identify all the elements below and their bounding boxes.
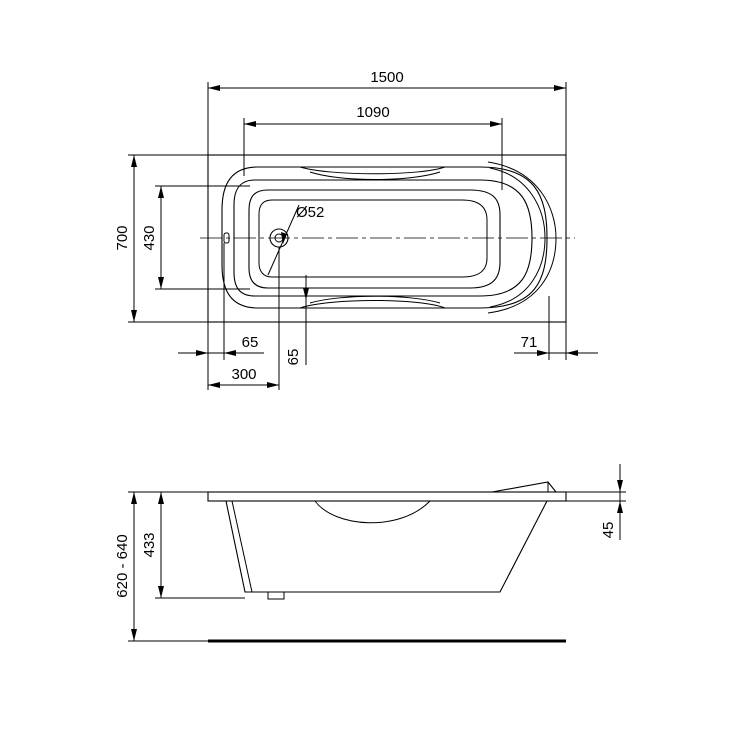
dim-45-arrow-top <box>617 480 623 492</box>
dim-45-arrow-bottom <box>617 501 623 513</box>
dim-433-arrow-top <box>158 492 164 504</box>
top-armrest-lower-2 <box>309 295 441 304</box>
dim-1090-arrow-left <box>244 121 256 127</box>
top-basin-floor-inner <box>258 199 488 278</box>
side-view: 620 - 640 433 45 <box>114 464 626 643</box>
top-armrest-upper-2 <box>309 171 441 180</box>
side-drain <box>267 591 285 600</box>
side-body-inner-left <box>231 500 253 593</box>
dim-1500-label: 1500 <box>370 69 403 86</box>
dim-65-left-arrow-b <box>224 350 236 356</box>
top-armrest-lower <box>299 300 446 309</box>
dim-300-arrow-right <box>267 382 279 388</box>
dim-65-y-label: 65 <box>285 349 302 366</box>
dim-430-arrow-top <box>158 186 164 198</box>
side-headrest <box>491 481 557 493</box>
dim-71-label: 71 <box>521 334 538 351</box>
dim-620-arrow-top <box>131 492 137 504</box>
side-body <box>225 500 548 593</box>
dim-65-y-arrow <box>303 288 309 300</box>
dim-71-arrow-b <box>566 350 578 356</box>
dim-620-arrow-bottom <box>131 629 137 641</box>
dim-620-label: 620 - 640 <box>114 534 131 597</box>
dim-1090-arrow-right <box>490 121 502 127</box>
top-basin-outer <box>221 166 548 309</box>
side-rim <box>207 491 567 502</box>
dim-433-label: 433 <box>141 532 158 557</box>
dim-52-label: Ø52 <box>296 204 324 221</box>
top-headrest <box>487 161 557 314</box>
dim-430-label: 430 <box>141 225 158 250</box>
dim-1500-arrow-right <box>554 85 566 91</box>
top-basin-floor <box>248 189 501 289</box>
dim-1500-arrow-left <box>208 85 220 91</box>
dim-65-left-label: 65 <box>242 334 259 351</box>
dim-700-arrow-top <box>131 155 137 167</box>
side-armrest-arc <box>314 500 431 524</box>
top-view: 1500 1090 700 430 Ø52 65 65 71 <box>114 69 598 390</box>
dim-433-arrow-bottom <box>158 586 164 598</box>
dim-45-label: 45 <box>600 522 617 539</box>
dim-300-arrow-left <box>208 382 220 388</box>
dim-300-label: 300 <box>231 366 256 383</box>
dim-1090-label: 1090 <box>356 104 389 121</box>
dim-71-arrow-a <box>537 350 549 356</box>
dim-700-label: 700 <box>114 225 131 250</box>
dim-700-arrow-bottom <box>131 310 137 322</box>
dim-65-left-arrow-a <box>196 350 208 356</box>
top-basin-inner <box>233 179 533 297</box>
dim-52-arrow <box>281 232 287 244</box>
top-armrest-upper <box>299 166 446 175</box>
dim-430-arrow-bottom <box>158 277 164 289</box>
